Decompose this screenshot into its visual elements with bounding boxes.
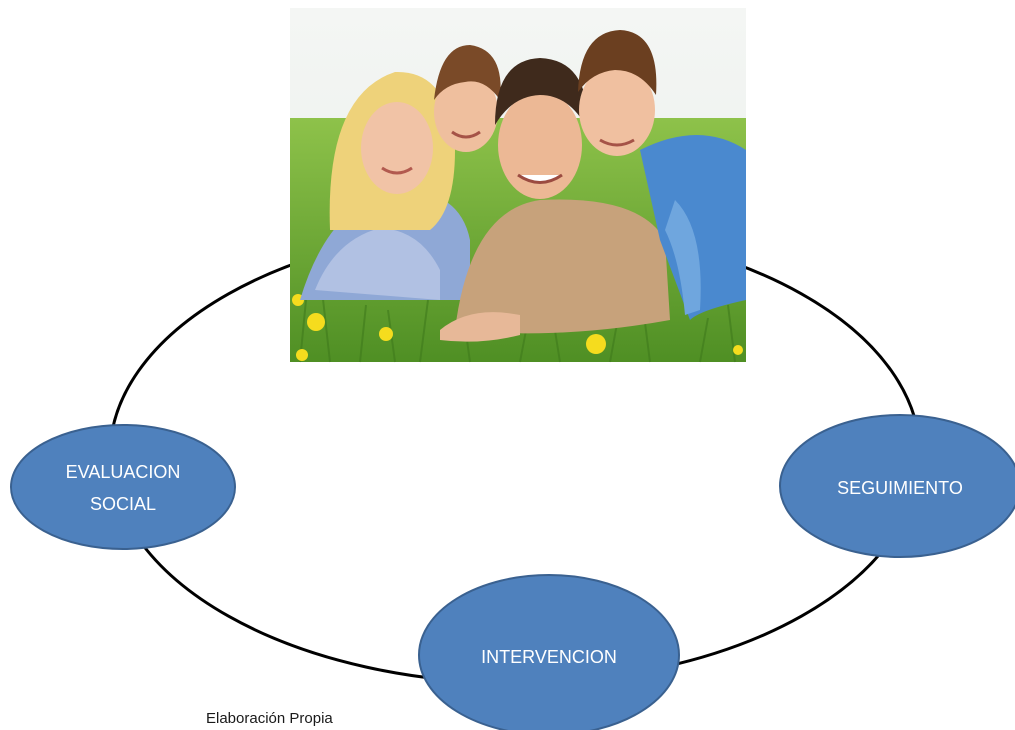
node-seguimiento-label: SEGUIMIENTO: [837, 478, 963, 498]
child-figure-right: [578, 30, 746, 320]
source-caption: Elaboración Propia: [206, 710, 333, 727]
node-intervencion: INTERVENCION: [418, 574, 680, 730]
woman-figure: [300, 71, 470, 300]
node-evaluacion-social: EVALUACION SOCIAL: [10, 424, 236, 550]
node-evaluacion-line1: EVALUACION: [66, 462, 181, 482]
child-figure-center: [434, 45, 501, 152]
node-intervencion-label: INTERVENCION: [481, 647, 617, 667]
node-evaluacion-line2: SOCIAL: [90, 494, 156, 514]
man-figure: [440, 58, 670, 342]
family-photo: [290, 8, 746, 363]
node-seguimiento: SEGUIMIENTO: [779, 414, 1015, 558]
